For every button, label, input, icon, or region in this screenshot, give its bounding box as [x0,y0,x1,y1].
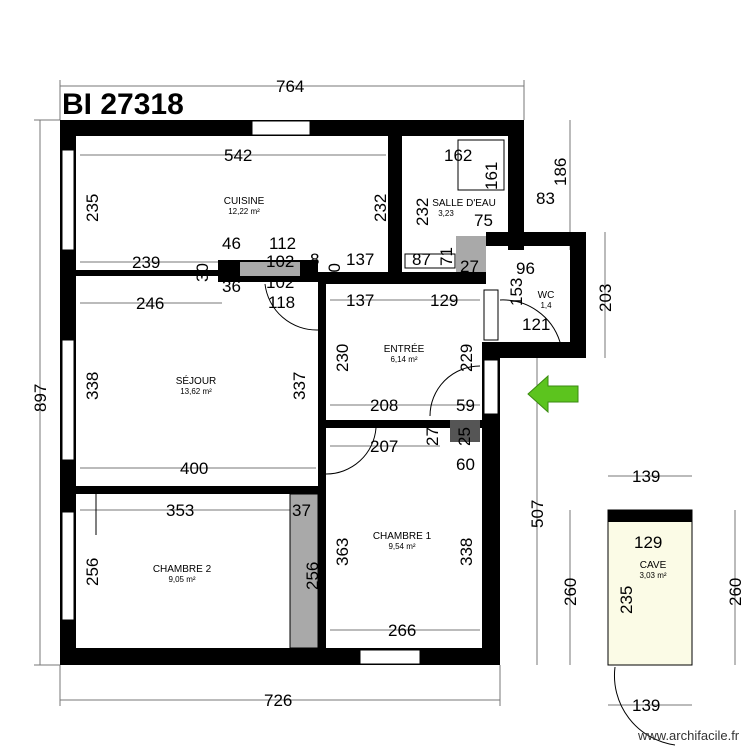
room-name-chambre-1: CHAMBRE 1 [373,531,432,542]
dim-label: 229 [457,344,476,372]
dim-label: 232 [413,198,432,226]
dim-label: 337 [290,372,309,400]
dim-label: 75 [474,211,493,230]
dim-label: 260 [726,578,745,606]
dim-label: 203 [596,284,615,312]
dimension-labels: 764 897 726 507 542 235 232 232 162 161 … [31,77,745,715]
dim-label: 764 [276,77,304,96]
dim-label: 507 [528,500,547,528]
dim-label: 27 [460,257,479,276]
room-name-chambre-2: CHAMBRE 2 [153,564,212,575]
room-name-wc: WC [538,290,555,301]
dim-label: 162 [444,146,472,165]
dim-label: 96 [516,259,535,278]
dim-label: 256 [83,558,102,586]
dim-label: 153 [507,278,526,306]
cave-room [607,509,693,666]
dim-label: 30 [193,263,212,282]
room-area-cuisine: 12,22 m² [228,207,260,216]
dim-label: 239 [132,253,160,272]
dim-label: 246 [136,294,164,313]
dim-label: 87 [412,250,431,269]
dim-label: 118 [268,293,295,312]
dim-label: 338 [457,538,476,566]
dim-label: 897 [31,384,50,412]
dim-label: 46 [222,234,241,253]
room-name-salle-deau: SALLE D'EAU [432,198,496,209]
room-area-salle-deau: 3,23 [438,209,454,218]
dim-label: 235 [617,586,636,614]
dim-label: 266 [388,621,416,640]
dim-label: 235 [83,194,102,222]
dim-label: 338 [83,372,102,400]
dim-label: 208 [370,396,398,415]
dim-label: 60 [456,455,475,474]
dim-label: 400 [180,459,208,478]
room-area-sejour: 13,62 m² [180,387,212,396]
dim-label: 59 [456,396,475,415]
watermark: www.archifacile.fr [637,728,740,743]
plan-title: BI 27318 [62,88,184,121]
doors [95,283,676,746]
dim-label: 8 [310,250,319,269]
dim-label: 232 [371,194,390,222]
room-area-cave: 3,03 m² [639,571,666,580]
dim-label: 30 [325,263,344,282]
dim-label: 207 [370,437,398,456]
dim-label: 363 [333,538,352,566]
dim-label: 542 [224,146,252,165]
dim-label: 129 [430,291,458,310]
dim-label: 27 [423,427,442,446]
room-area-chambre-1: 9,54 m² [388,542,415,551]
dim-label: 121 [522,315,550,334]
room-area-wc: 1,4 [540,301,552,310]
room-name-cave: CAVE [640,560,667,571]
windows [61,120,505,665]
dim-label: 139 [632,696,660,715]
dim-label: 37 [292,501,311,520]
dim-label: 256 [303,562,322,590]
dim-label: 726 [264,691,292,710]
dim-label: 36 [222,277,241,296]
room-labels: CUISINE 12,22 m² SALLE D'EAU 3,23 WC 1,4… [153,196,667,584]
dim-label: 129 [634,533,662,552]
dim-label: 186 [551,158,570,186]
dim-label: 83 [536,189,555,208]
dimension-lines [34,80,736,706]
dim-label: 25 [455,427,474,446]
room-area-chambre-2: 9,05 m² [168,575,195,584]
dim-label: 137 [346,250,374,269]
dim-label: 230 [333,344,352,372]
dim-label: 102 [266,273,294,292]
room-name-entree: ENTRÉE [384,342,425,355]
dim-label: 260 [561,578,580,606]
arrow-left-icon [527,374,579,414]
room-area-entree: 6,14 m² [390,355,417,364]
room-name-cuisine: CUISINE [224,196,265,207]
dim-label: 112 [269,234,296,253]
dim-label: 161 [482,162,501,190]
dim-label: 353 [166,501,194,520]
walls [60,120,586,665]
dim-label: 137 [346,291,374,310]
dim-label: 102 [266,252,294,271]
room-name-sejour: SÉJOUR [176,374,217,387]
dim-label: 139 [632,467,660,486]
dim-label: 71 [437,247,456,266]
